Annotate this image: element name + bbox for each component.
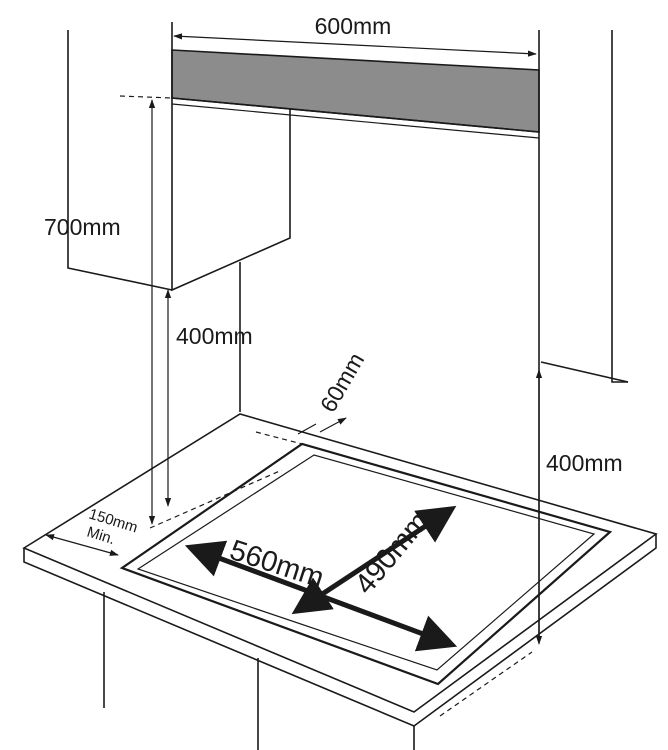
cabinet-clearance-label: 400mm [176,323,253,349]
right-wall [540,30,629,383]
hood-width-label: 600mm [315,13,392,39]
left-wall [67,30,173,291]
hood-height-label: 700mm [44,214,121,240]
cutout-guides [149,431,533,717]
rear-gap-label: 60mm [315,348,369,416]
rear-gap-dimension: 60mm [297,348,369,435]
cutout-width-label: 560mm [226,534,328,594]
wall-cabinet [171,96,291,412]
cabinet-clearance-dimension: 400mm [164,289,253,507]
cooker-hood [171,22,540,640]
cutout-depth-label: 490mm [349,506,436,601]
cutout-depth-dimension: 490mm [291,505,457,615]
side-clearance-label: 400mm [546,450,623,476]
front-margin-dimension: 150mm Min. [45,506,140,556]
hood-height-dimension: 700mm [44,95,173,525]
worktop [22,413,658,750]
hood-width-dimension: 600mm [173,13,537,57]
side-clearance-dimension: 400mm [535,369,623,645]
